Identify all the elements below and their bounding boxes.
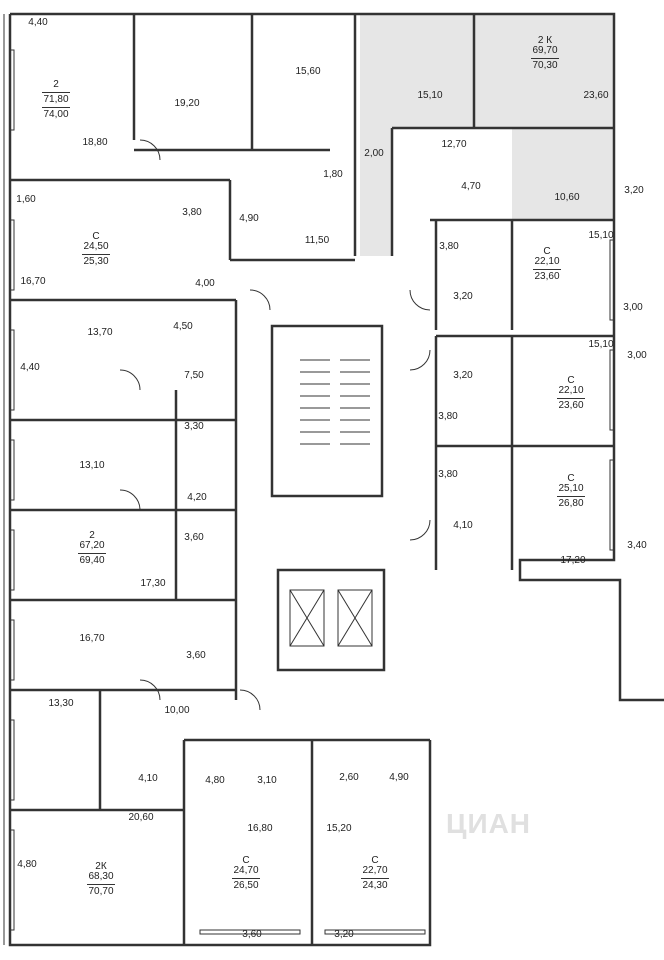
room-area: 15,20 (326, 823, 352, 834)
room-area: 17,20 (560, 555, 586, 566)
room-area: 16,70 (79, 633, 105, 644)
room-area: 13,30 (48, 698, 74, 709)
room-area: 3,80 (438, 469, 458, 480)
room-area: 3,20 (453, 370, 473, 381)
room-area: 4,80 (205, 775, 225, 786)
room-area: 12,70 (441, 139, 467, 150)
room-area: 16,70 (20, 276, 46, 287)
room-area: 3,00 (627, 350, 647, 361)
room-area: 4,00 (195, 278, 215, 289)
room-area: 3,30 (184, 421, 204, 432)
room-area: 3,20 (624, 185, 644, 196)
room-area: 3,20 (334, 929, 354, 940)
room-area: 13,70 (87, 327, 113, 338)
room-area: 15,10 (417, 90, 443, 101)
room-area: 19,20 (174, 98, 200, 109)
room-area: 1,60 (16, 194, 36, 205)
highlighted-apartment (360, 14, 614, 256)
room-area: 10,00 (164, 705, 190, 716)
room-area: 4,40 (20, 362, 40, 373)
room-area: 23,60 (583, 90, 609, 101)
room-area: 4,90 (389, 772, 409, 783)
room-area: 11,50 (304, 235, 330, 246)
watermark: ЦИАН (446, 808, 532, 839)
room-area: 3,00 (623, 302, 643, 313)
room-area: 1,80 (323, 169, 343, 180)
room-area: 2,60 (339, 772, 359, 783)
room-area: 4,40 (28, 17, 48, 28)
room-area: 4,90 (239, 213, 259, 224)
room-area: 4,80 (17, 859, 37, 870)
room-area: 16,80 (247, 823, 273, 834)
room-area: 15,60 (295, 66, 321, 77)
room-area: 13,10 (79, 460, 105, 471)
room-area: 3,10 (257, 775, 277, 786)
room-area: 3,80 (182, 207, 202, 218)
room-area: 2,00 (364, 148, 384, 159)
room-area: 4,50 (173, 321, 193, 332)
room-area: 4,10 (138, 773, 158, 784)
room-area: 4,70 (461, 181, 481, 192)
room-area: 15,10 (588, 339, 614, 350)
room-area: 3,60 (184, 532, 204, 543)
room-area: 4,10 (453, 520, 473, 531)
room-area: 3,40 (627, 540, 647, 551)
room-area: 17,30 (140, 578, 166, 589)
room-area: 7,50 (184, 370, 204, 381)
room-area: 3,60 (242, 929, 262, 940)
room-area: 18,80 (82, 137, 108, 148)
room-area: 4,20 (187, 492, 207, 503)
room-area: 3,80 (438, 411, 458, 422)
room-area: 20,60 (128, 812, 154, 823)
room-area: 3,60 (186, 650, 206, 661)
room-area: 3,80 (439, 241, 459, 252)
room-area: 15,10 (588, 230, 614, 241)
room-area: 3,20 (453, 291, 473, 302)
room-area: 10,60 (554, 192, 580, 203)
